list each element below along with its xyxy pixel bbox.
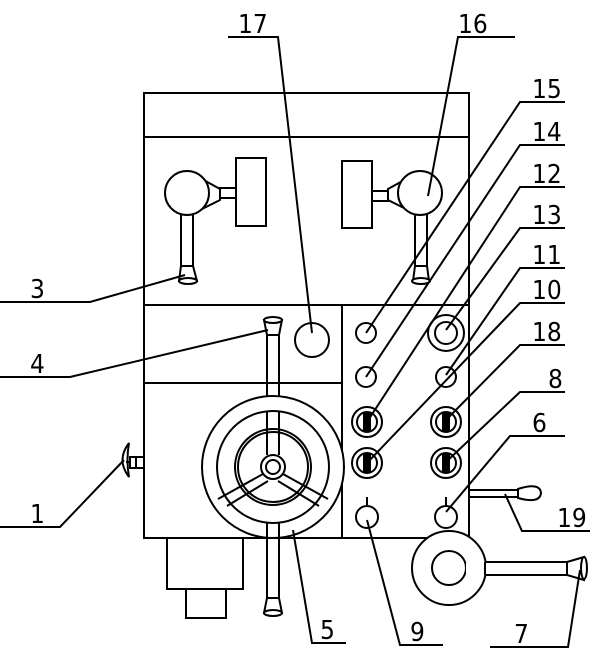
- crank-7: [411, 530, 588, 606]
- spindle-base: [166, 537, 244, 619]
- line-stroke: [490, 569, 581, 648]
- label-19: 19: [557, 504, 587, 534]
- line-stroke: [445, 391, 565, 463]
- handwheel-5: [201, 395, 345, 539]
- lever-3: [164, 157, 267, 285]
- button-9: [355, 505, 379, 529]
- lever-19: [469, 485, 543, 502]
- line-stroke: [397, 170, 443, 216]
- label-1: 1: [30, 500, 45, 530]
- button-6: [434, 505, 458, 529]
- label-13: 13: [532, 201, 562, 231]
- line-stroke: [235, 157, 267, 227]
- line-stroke: [282, 473, 329, 500]
- label-15: 15: [532, 75, 562, 105]
- line-stroke: [263, 316, 283, 324]
- line-stroke: [442, 413, 450, 431]
- line-stroke: [234, 428, 312, 506]
- line-stroke: [427, 36, 515, 197]
- knob-13: [430, 406, 462, 438]
- line-stroke: [0, 459, 125, 528]
- label-6: 6: [532, 409, 547, 439]
- line-stroke: [237, 431, 309, 503]
- lever-16: [341, 160, 443, 285]
- line-stroke: [178, 277, 198, 285]
- label-11: 11: [532, 241, 562, 271]
- line-stroke: [466, 563, 488, 574]
- line-stroke: [580, 556, 588, 580]
- line-stroke: [143, 92, 470, 539]
- line-stroke: [164, 170, 210, 216]
- button-10: [435, 366, 457, 388]
- part-labels: 17 16 15 14 12 13 11 10 18 8 6 19 7 9 5 …: [30, 10, 587, 650]
- line-stroke: [121, 442, 130, 478]
- line-stroke: [0, 329, 269, 378]
- line-stroke: [431, 550, 467, 586]
- line-stroke: [504, 493, 590, 532]
- line-stroke: [445, 267, 565, 376]
- line-stroke: [442, 454, 450, 472]
- label-3: 3: [30, 275, 45, 305]
- label-5: 5: [320, 616, 335, 646]
- line-stroke: [366, 302, 565, 464]
- line-stroke: [445, 344, 565, 421]
- indicator-17: [294, 322, 330, 358]
- label-12: 12: [532, 160, 562, 190]
- line-stroke: [166, 537, 244, 590]
- handle-1: [121, 442, 145, 478]
- line-stroke: [365, 144, 565, 378]
- line-stroke: [263, 609, 283, 617]
- line-stroke: [366, 519, 443, 646]
- line-stroke: [445, 227, 565, 331]
- line-stroke: [341, 160, 373, 229]
- label-8: 8: [548, 365, 563, 395]
- line-stroke: [445, 435, 565, 513]
- label-17: 17: [238, 10, 268, 40]
- leader-lines: [0, 36, 590, 648]
- line-stroke: [366, 186, 565, 423]
- line-stroke: [292, 529, 346, 644]
- label-9: 9: [410, 618, 425, 648]
- line-stroke: [517, 485, 543, 502]
- line-stroke: [0, 274, 186, 303]
- line-stroke: [217, 473, 264, 500]
- line-stroke: [365, 101, 565, 334]
- line-stroke: [265, 459, 281, 475]
- label-16: 16: [458, 10, 488, 40]
- label-10: 10: [532, 276, 562, 306]
- label-18: 18: [532, 318, 562, 348]
- label-7: 7: [514, 620, 529, 650]
- line-stroke: [228, 36, 313, 334]
- line-stroke: [226, 480, 269, 507]
- label-14: 14: [532, 118, 562, 148]
- label-4: 4: [30, 350, 45, 380]
- line-stroke: [185, 588, 227, 619]
- line-stroke: [277, 480, 320, 507]
- line-stroke: [434, 321, 458, 345]
